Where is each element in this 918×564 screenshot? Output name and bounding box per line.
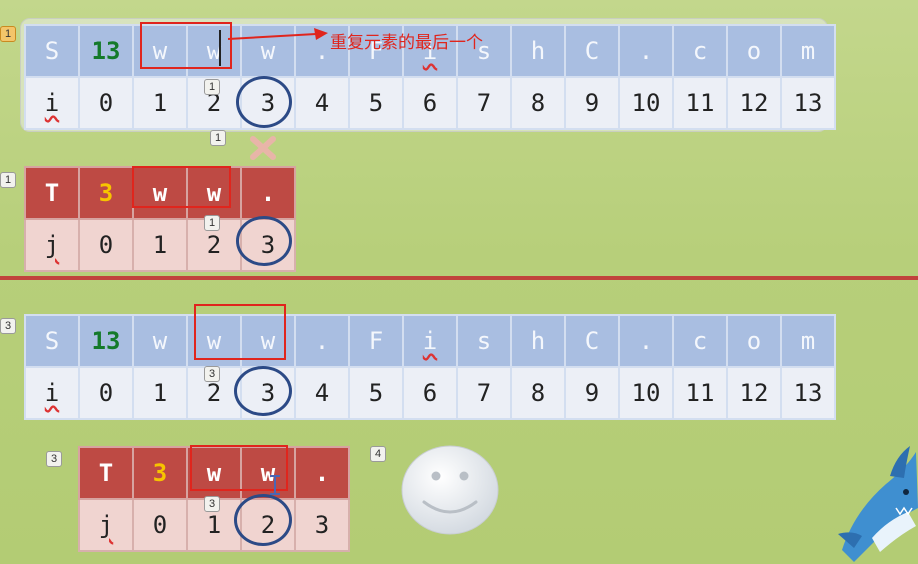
s-cell: s [456, 314, 512, 368]
s-cell: c [672, 24, 728, 78]
s-cell: . [618, 24, 674, 78]
s-row: S 13 w w w . F i s h C . c o m [24, 24, 836, 78]
shark-mascot-icon [838, 446, 918, 562]
smiley-face-icon [401, 445, 499, 535]
highlight-box-bottom-ww [194, 304, 286, 360]
s-cell: h [510, 314, 566, 368]
index-circle-top [236, 76, 292, 128]
i-cell: 1 [132, 76, 188, 130]
s-cell: h [510, 24, 566, 78]
i-cell: 5 [348, 366, 404, 420]
j-cell: 2 [186, 218, 242, 272]
s-cell: m [780, 24, 836, 78]
i-cell: 12 [726, 366, 782, 420]
section-divider [0, 276, 918, 280]
t-cell: w [186, 166, 242, 220]
s-cell: i [402, 24, 458, 78]
t-cell: T [78, 446, 134, 500]
i-cell: 11 [672, 366, 728, 420]
s-cell: F [348, 314, 404, 368]
s-cell: o [726, 314, 782, 368]
j-cell: j [78, 498, 134, 552]
s-cell: C [564, 314, 620, 368]
i-cell: i [24, 76, 80, 130]
s-cell: S [24, 314, 80, 368]
t-row: T 3 w w . [24, 166, 296, 220]
s-cell: 13 [78, 314, 134, 368]
text-cursor [219, 30, 221, 66]
t-cell: 3 [132, 446, 188, 500]
s-cell: . [294, 314, 350, 368]
i-cell: i [24, 366, 80, 420]
i-cell: 10 [618, 76, 674, 130]
i-cell: 9 [564, 366, 620, 420]
t-cell: w [132, 166, 188, 220]
s-cell: S [24, 24, 80, 78]
i-cell: 7 [456, 76, 512, 130]
cell-marker-badge: 3 [204, 366, 220, 382]
i-cell: 6 [402, 76, 458, 130]
i-cell: 7 [456, 366, 512, 420]
annotation-label: 重复元素的最后一个 [330, 33, 483, 52]
highlight-box-bottom-t-ww [190, 445, 288, 491]
t-cell-marker-badge: 1 [204, 215, 220, 231]
t-cell: 3 [78, 166, 134, 220]
i-cell: 9 [564, 76, 620, 130]
i-cell: 6 [402, 366, 458, 420]
i-cell: 1 [132, 366, 188, 420]
j-cell: 1 [132, 218, 188, 272]
s-cell: w [132, 314, 188, 368]
i-cell: 4 [294, 366, 350, 420]
i-cell: 8 [510, 76, 566, 130]
j-cell: 3 [294, 498, 350, 552]
highlight-box-t-ww [132, 166, 231, 208]
index-circle-bottom [234, 366, 292, 416]
x-mark-icon [250, 136, 276, 160]
highlight-box-top-ww [140, 22, 232, 69]
i-cell: 5 [348, 76, 404, 130]
i-cell: 10 [618, 366, 674, 420]
i-cell: 11 [672, 76, 728, 130]
index-circle-bottom-j [234, 494, 292, 546]
slide-badge-top: 1 [0, 26, 16, 42]
i-cell: 13 [780, 366, 836, 420]
s-cell: 13 [78, 24, 134, 78]
s-cell: i [402, 314, 458, 368]
slide-badge-bottom: 3 [0, 318, 16, 334]
j-cell: 0 [132, 498, 188, 552]
s-cell: F [348, 24, 404, 78]
text-cursor-icon [270, 475, 280, 495]
t-cell-marker-badge: 3 [204, 496, 220, 512]
s-cell: m [780, 314, 836, 368]
s-cell: c [672, 314, 728, 368]
i-cell: 8 [510, 366, 566, 420]
animation-badge: 1 [210, 130, 226, 146]
i-cell: 0 [78, 366, 134, 420]
t-cell: . [240, 166, 296, 220]
s-cell: s [456, 24, 512, 78]
j-cell: j [24, 218, 80, 272]
i-row: i 0 1 2 3 4 5 6 7 8 9 10 11 12 13 [24, 366, 836, 420]
j-cell: 0 [78, 218, 134, 272]
s-cell: w [240, 24, 296, 78]
i-cell: 13 [780, 76, 836, 130]
bottom-string-table: S 13 w w w . F i s h C . c o m i 0 1 2 3… [24, 314, 836, 420]
s-row: S 13 w w w . F i s h C . c o m [24, 314, 836, 368]
t-cell: T [24, 166, 80, 220]
s-cell: o [726, 24, 782, 78]
slide-badge-top-t: 1 [0, 172, 16, 188]
s-cell: C [564, 24, 620, 78]
index-circle-top-j [236, 216, 292, 266]
i-cell: 4 [294, 76, 350, 130]
animation-badge-smiley: 4 [370, 446, 386, 462]
arrow-icon [228, 28, 328, 40]
i-row: i 0 1 2 3 4 5 6 7 8 9 10 11 12 13 [24, 76, 836, 130]
slide-badge-bottom-t: 3 [46, 451, 62, 467]
cell-marker-badge: 1 [204, 79, 220, 95]
t-cell: . [294, 446, 350, 500]
s-cell: . [618, 314, 674, 368]
i-cell: 12 [726, 76, 782, 130]
i-cell: 0 [78, 76, 134, 130]
